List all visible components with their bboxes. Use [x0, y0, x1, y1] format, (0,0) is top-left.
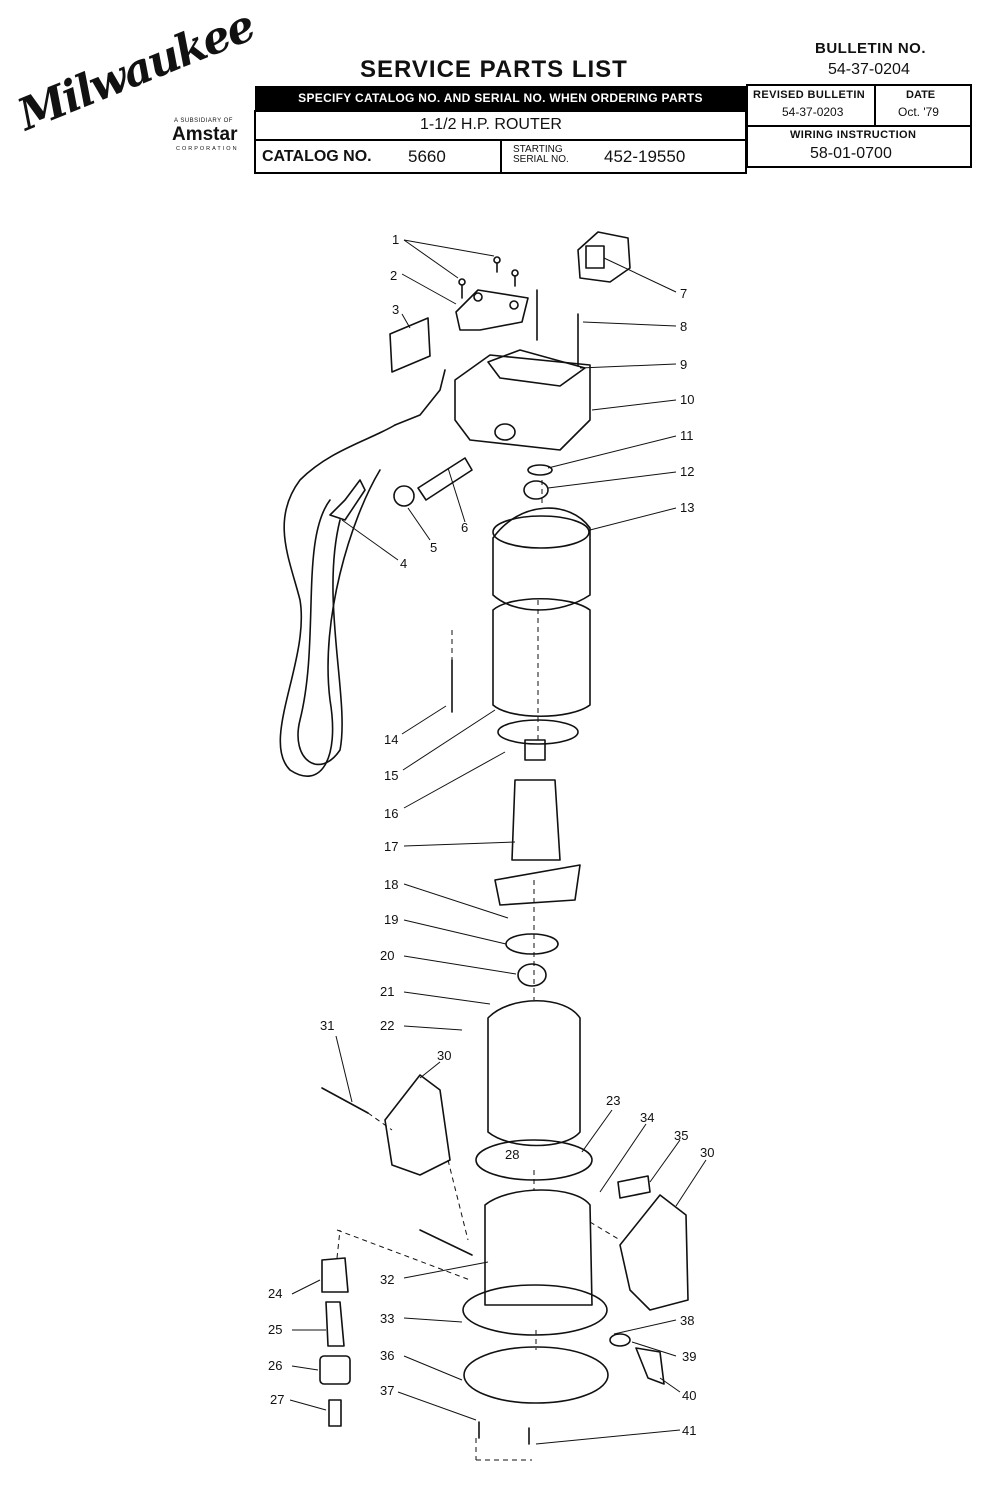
catalog-number: 5660	[408, 147, 446, 166]
leader-lines	[289, 239, 707, 1445]
callout-32: 32	[380, 1272, 395, 1287]
divider	[500, 139, 502, 174]
callout-40: 40	[682, 1388, 697, 1403]
amstar-logo: Amstar	[172, 124, 238, 145]
nameplate-icon	[389, 317, 431, 373]
motor-housing-icon	[492, 598, 591, 717]
field-coil-icon	[492, 507, 591, 611]
fan-icon	[494, 864, 581, 906]
armature-icon	[524, 739, 546, 761]
assembly-lines	[336, 480, 621, 1461]
callout-41: 41	[682, 1423, 697, 1438]
subsidiary-text: A SUBSIDIARY OF	[174, 118, 233, 124]
callout-35: 35	[674, 1128, 689, 1143]
wiring-number: 58-01-0700	[810, 145, 892, 162]
spring-icon	[417, 457, 473, 501]
callout-26: 26	[268, 1358, 283, 1373]
order-note-bar: SPECIFY CATALOG NO. AND SERIAL NO. WHEN …	[255, 86, 746, 111]
handle-screw-icon	[321, 1087, 369, 1114]
cord-clamp-icon	[455, 289, 529, 331]
corporation-text: CORPORATION	[176, 146, 239, 152]
callout-37: 37	[380, 1383, 395, 1398]
callout-4: 4	[400, 556, 408, 571]
sub-base-icon	[463, 1346, 609, 1404]
callout-17: 17	[384, 839, 399, 854]
product-name: 1-1/2 H.P. ROUTER	[420, 116, 562, 133]
washer-icon	[527, 464, 553, 476]
callout-19: 19	[384, 912, 399, 927]
callout-1: 1	[392, 232, 400, 247]
power-cord-icon	[279, 424, 396, 777]
callout-6: 6	[461, 520, 469, 535]
callout-23: 23	[606, 1093, 621, 1108]
stud-icon	[609, 1333, 631, 1347]
end-frame-icon	[487, 1000, 581, 1147]
callout-33: 33	[380, 1311, 395, 1326]
screw-icon	[458, 256, 519, 299]
divider	[874, 84, 876, 126]
callout-38: 38	[680, 1313, 695, 1328]
callout-16: 16	[384, 806, 399, 821]
callout-8: 8	[680, 319, 688, 334]
bearing-washer-icon	[505, 933, 559, 955]
callout-24: 24	[268, 1286, 283, 1301]
callout-18: 18	[384, 877, 399, 892]
handle-knob-icon	[619, 1194, 689, 1311]
switch-icon	[577, 231, 631, 283]
callout-15: 15	[384, 768, 399, 783]
callout-39: 39	[682, 1349, 697, 1364]
bulletin-number: 54-37-0204	[828, 61, 910, 78]
callout-20: 20	[380, 948, 395, 963]
callout-2: 2	[390, 268, 398, 283]
callout-12: 12	[680, 464, 695, 479]
callout-21: 21	[380, 984, 395, 999]
wing-nut-icon	[635, 1347, 665, 1385]
strain-relief-icon	[393, 485, 415, 507]
callout-36: 36	[380, 1348, 395, 1363]
callout-22: 22	[380, 1018, 395, 1033]
callout-30-upper: 30	[437, 1048, 452, 1063]
callout-30-lower: 30	[700, 1145, 715, 1160]
revised-number: 54-37-0203	[782, 105, 844, 119]
collet-icon	[325, 1301, 345, 1347]
callout-13: 13	[680, 500, 695, 515]
callout-31: 31	[320, 1018, 335, 1033]
catalog-label: CATALOG NO.	[262, 148, 372, 165]
motor-cap-icon	[454, 354, 591, 451]
lower-bearing-icon	[517, 963, 547, 987]
bulletin-label: BULLETIN NO.	[815, 40, 926, 57]
collet-nut-icon	[321, 1257, 349, 1293]
serial-number: 452-19550	[604, 147, 686, 166]
callout-27: 27	[270, 1392, 285, 1407]
setscrew-icon	[328, 1399, 342, 1427]
serial-label: STARTING SERIAL NO.	[513, 144, 569, 165]
handle-knob-icon	[384, 1074, 451, 1176]
callout-25: 25	[268, 1322, 283, 1337]
callout-9: 9	[680, 357, 688, 372]
callout-34: 34	[640, 1110, 655, 1125]
date-label: DATE	[906, 89, 936, 101]
clamp-screw-icon	[419, 1229, 473, 1256]
callout-3: 3	[392, 302, 400, 317]
page-title: SERVICE PARTS LIST	[360, 56, 628, 83]
label-icon	[617, 1175, 651, 1199]
callout-28: 28	[505, 1147, 520, 1162]
callout-10: 10	[680, 392, 695, 407]
callout-7: 7	[680, 286, 688, 301]
bearing-icon	[523, 480, 549, 500]
collet-nut-icon	[319, 1355, 351, 1385]
date-value: Oct. '79	[898, 105, 939, 119]
wiring-label: WIRING INSTRUCTION	[790, 129, 917, 141]
divider	[746, 125, 972, 127]
revised-label: REVISED BULLETIN	[753, 89, 866, 101]
callout-5: 5	[430, 540, 438, 555]
callout-11: 11	[680, 428, 694, 443]
callout-14: 14	[384, 732, 399, 747]
milwaukee-logo: Milwaukee A SUBSIDIARY OF Amstar CORPORA…	[11, 0, 261, 192]
